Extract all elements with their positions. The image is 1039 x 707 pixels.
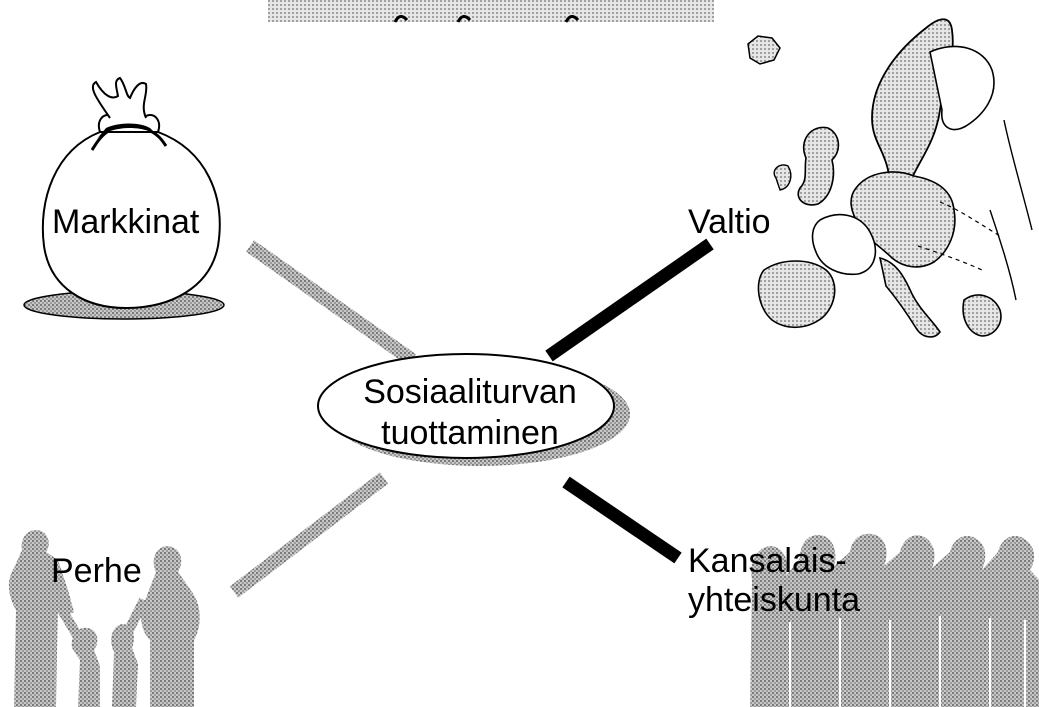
center-label: Sosiaaliturvan tuottaminen xyxy=(320,372,620,454)
civil-society-label: Kansalais- yhteiskunta xyxy=(688,542,860,620)
family-label: Perhe xyxy=(51,552,142,590)
center-ellipse xyxy=(317,353,630,466)
markets-label: Markkinat xyxy=(52,203,200,241)
state-label: Valtio xyxy=(688,203,771,241)
crowd-silhouette-icon xyxy=(750,533,1039,707)
europe-map-icon xyxy=(747,18,1033,338)
family-silhouette-icon xyxy=(8,530,200,707)
money-sack-icon xyxy=(23,76,225,320)
center-label-line1: Sosiaaliturvan xyxy=(363,373,577,411)
connector-civil-society xyxy=(562,476,682,564)
civil-society-label-line1: Kansalais- xyxy=(688,542,847,580)
connector-family xyxy=(229,472,389,598)
title-box xyxy=(268,0,714,22)
title-text-remnant xyxy=(393,15,580,23)
center-label-line2: tuottaminen xyxy=(381,413,559,452)
connector-state xyxy=(545,238,714,362)
civil-society-label-line2: yhteiskunta xyxy=(688,581,860,620)
connector-markets xyxy=(245,240,417,366)
